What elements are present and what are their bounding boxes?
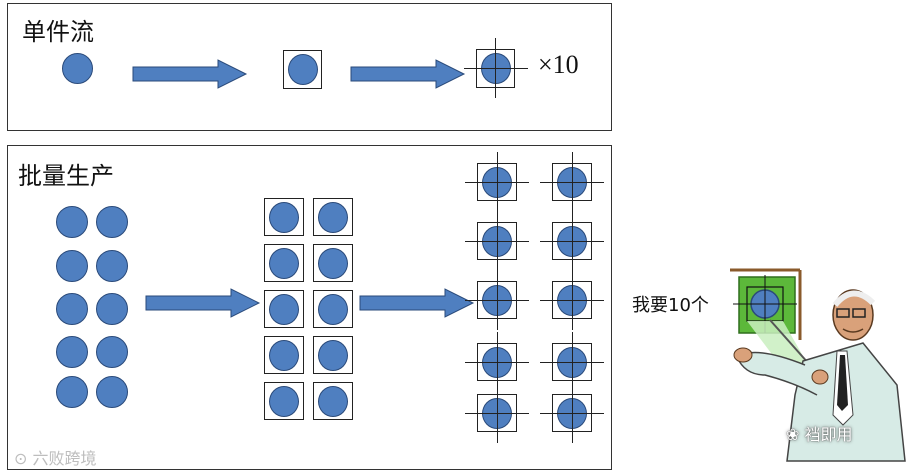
processed-part — [318, 340, 348, 371]
batch-title: 批量生产 — [18, 162, 114, 190]
raw-part — [62, 53, 93, 84]
raw-part — [96, 336, 128, 368]
crosshair-v — [497, 270, 498, 330]
processed-part — [318, 248, 348, 279]
batch-arrow-1 — [145, 288, 261, 318]
processed-part — [269, 248, 299, 279]
teacher-speech: 我要10个 — [632, 295, 709, 316]
processed-part — [288, 54, 318, 85]
processed-part — [269, 340, 299, 371]
watermark-right: ❀ 裆即用 — [786, 421, 853, 445]
watermark-left: ⊙ 六败跨境 — [14, 445, 97, 469]
teacher-illustration — [730, 268, 906, 462]
batch-arrow-2 — [359, 288, 475, 318]
crosshair-v — [572, 211, 573, 271]
single-flow-title: 单件流 — [22, 18, 94, 46]
crosshair-v — [572, 152, 573, 212]
raw-part — [56, 206, 88, 238]
raw-part — [56, 250, 88, 282]
wechat-icon: ❀ — [786, 425, 800, 444]
crosshair-v — [495, 38, 496, 98]
raw-part — [56, 293, 88, 325]
crosshair-v — [497, 383, 498, 443]
raw-part — [96, 376, 128, 408]
processed-part — [269, 294, 299, 325]
raw-part — [56, 376, 88, 408]
processed-part — [269, 386, 299, 417]
crosshair-v — [497, 211, 498, 271]
raw-part — [56, 336, 88, 368]
flow-arrow-2 — [350, 59, 466, 89]
processed-part — [269, 202, 299, 233]
processed-part — [318, 202, 348, 233]
watermark-left-icon: ⊙ — [14, 449, 28, 468]
crosshair-h — [464, 68, 528, 69]
crosshair-v — [497, 152, 498, 212]
crosshair-v — [572, 270, 573, 330]
crosshair-v — [572, 383, 573, 443]
multiplier-label: ×10 — [538, 50, 579, 79]
watermark-left-text: 六败跨境 — [32, 449, 97, 468]
raw-part — [96, 293, 128, 325]
watermark-right-text: 裆即用 — [804, 425, 853, 444]
raw-part — [96, 250, 128, 282]
flow-arrow-1 — [132, 59, 248, 89]
processed-part — [318, 386, 348, 417]
crosshair-v — [572, 332, 573, 392]
processed-part — [318, 294, 348, 325]
crosshair-v — [497, 332, 498, 392]
raw-part — [96, 206, 128, 238]
